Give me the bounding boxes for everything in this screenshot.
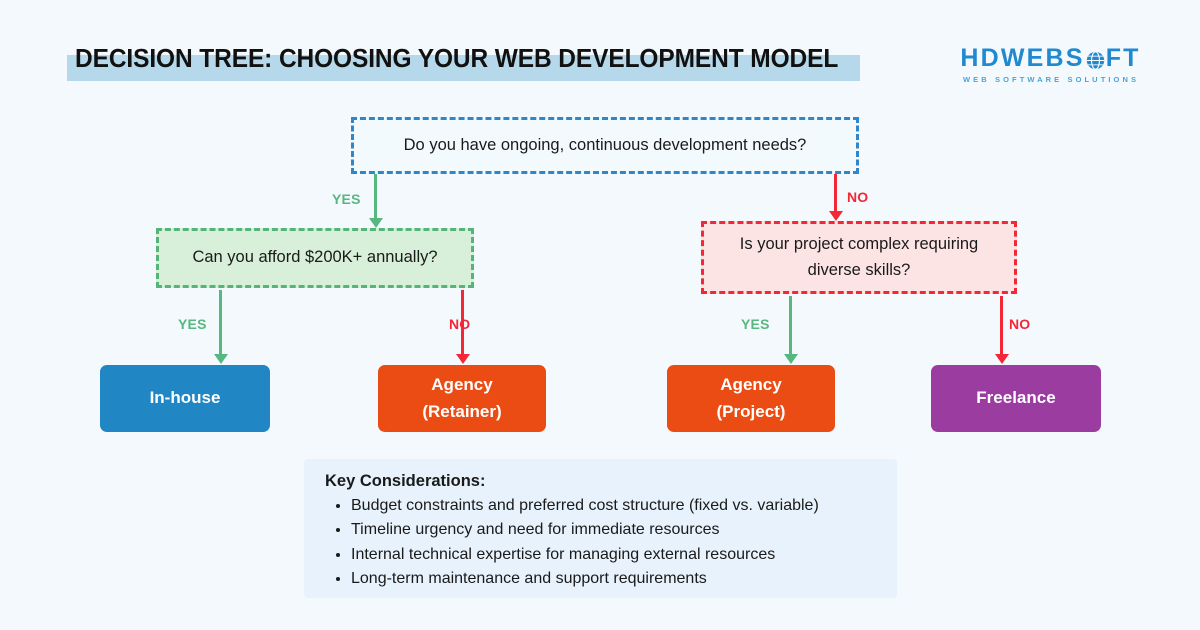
logo-tagline: WEB SOFTWARE SOLUTIONS: [963, 75, 1140, 84]
edge-label-root-yes: YES: [332, 191, 361, 207]
outcome-in-house: In-house: [100, 365, 270, 432]
connector-red-no: [994, 296, 1009, 364]
globe-icon: [1086, 50, 1105, 70]
connector-stem: [374, 174, 377, 219]
logo-wordmark-part1: HDWEBS: [960, 44, 1085, 72]
arrowhead-icon: [994, 354, 1009, 364]
decision-node-complexity-line1: Is your project complex requiring: [739, 234, 979, 253]
connector-stem: [834, 174, 837, 212]
connector-root-yes: [368, 174, 383, 228]
key-considerations-list: Budget constraints and preferred cost st…: [325, 494, 877, 591]
arrowhead-icon: [368, 218, 383, 228]
list-item: Timeline urgency and need for immediate …: [351, 518, 877, 542]
edge-label-red-no: NO: [1009, 316, 1031, 332]
decision-node-complexity-line2: diverse skills?: [807, 260, 911, 279]
outcome-freelance-label: Freelance: [976, 388, 1056, 408]
outcome-in-house-label: In-house: [149, 388, 221, 408]
connector-stem: [789, 296, 792, 355]
outcome-agency-project-line1: Agency: [720, 375, 782, 395]
connector-red-yes: [783, 296, 798, 364]
key-considerations-panel: Key Considerations: Budget constraints a…: [304, 459, 897, 598]
outcome-agency-retainer-line1: Agency: [431, 375, 493, 395]
outcome-agency-project: Agency (Project): [667, 365, 835, 432]
decision-node-complexity-text: Is your project complex requiring divers…: [740, 232, 978, 283]
decision-node-affordability: Can you afford $200K+ annually?: [156, 228, 474, 288]
connector-stem: [461, 290, 464, 355]
connector-stem: [1000, 296, 1003, 355]
list-item: Internal technical expertise for managin…: [351, 543, 877, 567]
connector-green-yes: [213, 290, 228, 364]
decision-node-root-text: Do you have ongoing, continuous developm…: [403, 135, 807, 154]
outcome-agency-retainer: Agency (Retainer): [378, 365, 546, 432]
decision-node-complexity: Is your project complex requiring divers…: [701, 221, 1017, 294]
title-highlight-bar: [67, 55, 860, 81]
arrowhead-icon: [455, 354, 470, 364]
edge-label-red-yes: YES: [741, 316, 770, 332]
hdwebsoft-logo: HDWEBS FT WEB SOFTWARE SOLUTIONS: [960, 44, 1141, 85]
page-title: DECISION TREE: CHOOSING YOUR WEB DEVELOP…: [75, 45, 839, 73]
logo-wordmark: HDWEBS FT: [960, 44, 1141, 72]
edge-label-green-yes: YES: [178, 316, 207, 332]
edge-label-green-no: NO: [449, 316, 471, 332]
list-item: Budget constraints and preferred cost st…: [351, 494, 877, 518]
outcome-agency-retainer-line2: (Retainer): [422, 401, 502, 421]
connector-green-no: [455, 290, 470, 364]
decision-node-affordability-text: Can you afford $200K+ annually?: [192, 248, 438, 267]
outcome-freelance: Freelance: [931, 365, 1101, 432]
arrowhead-icon: [213, 354, 228, 364]
list-item: Long-term maintenance and support requir…: [351, 567, 877, 591]
decision-node-root: Do you have ongoing, continuous developm…: [351, 117, 859, 174]
connector-stem: [219, 290, 222, 355]
arrowhead-icon: [783, 354, 798, 364]
arrowhead-icon: [828, 211, 843, 221]
key-considerations-title: Key Considerations:: [325, 472, 486, 490]
logo-wordmark-part2: FT: [1105, 44, 1141, 72]
connector-root-no: [828, 174, 843, 221]
edge-label-root-no: NO: [847, 189, 869, 205]
outcome-agency-project-line2: (Project): [716, 401, 786, 421]
